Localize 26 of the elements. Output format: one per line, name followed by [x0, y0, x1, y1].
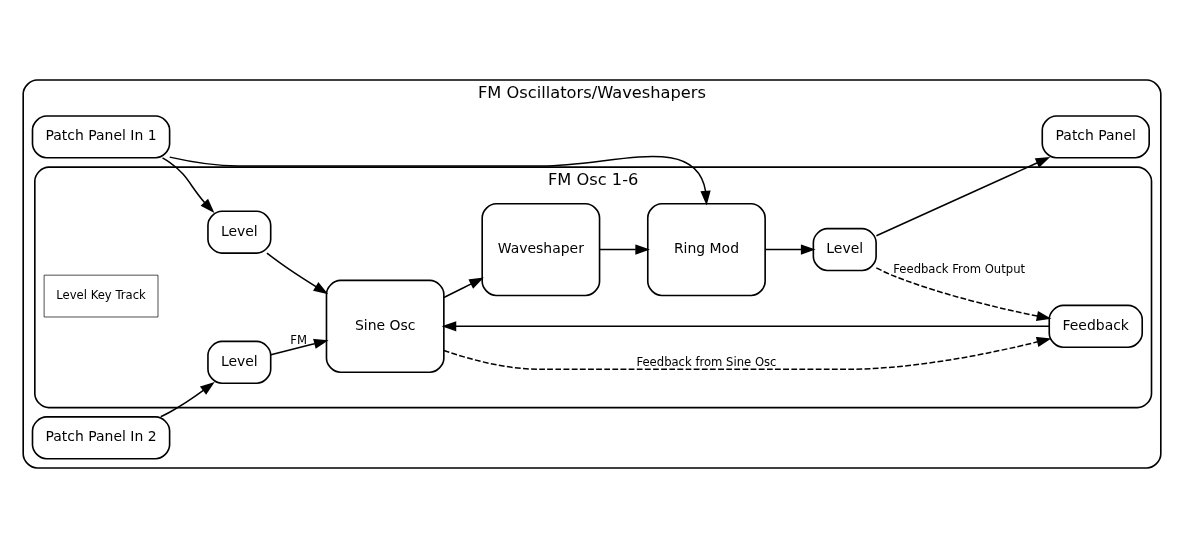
- arrow: [441, 320, 1050, 331]
- arrow: [764, 243, 816, 255]
- node-box: Feedback: [1048, 304, 1144, 348]
- node-box: Waveshaper: [481, 202, 601, 296]
- node-box: Sine Osc: [325, 279, 445, 373]
- edge-label: Feedback from Sine Osc: [636, 354, 777, 369]
- edge-label: Feedback From Output: [893, 261, 1026, 276]
- node-box: Level: [812, 227, 877, 271]
- node-box: Level: [207, 209, 272, 254]
- arrow: [270, 338, 329, 355]
- arrow: [443, 277, 484, 298]
- node-box: Level Key Track: [43, 274, 159, 317]
- arrow: [266, 251, 329, 294]
- arrow: [168, 155, 711, 205]
- node-box: Patch Panel In 2: [31, 415, 171, 460]
- node-box: Ring Mod: [646, 202, 766, 296]
- node-box: Level: [207, 340, 272, 384]
- arrow: [159, 381, 215, 417]
- arrow: [875, 156, 1051, 237]
- arrow: [875, 266, 1052, 321]
- node-box: Patch Panel: [1041, 114, 1150, 159]
- arrow: [443, 336, 1052, 370]
- node-box: Patch Panel In 1: [31, 114, 171, 159]
- arrow: [598, 243, 650, 255]
- edge-label: FM: [290, 332, 307, 347]
- arrow: [161, 156, 215, 213]
